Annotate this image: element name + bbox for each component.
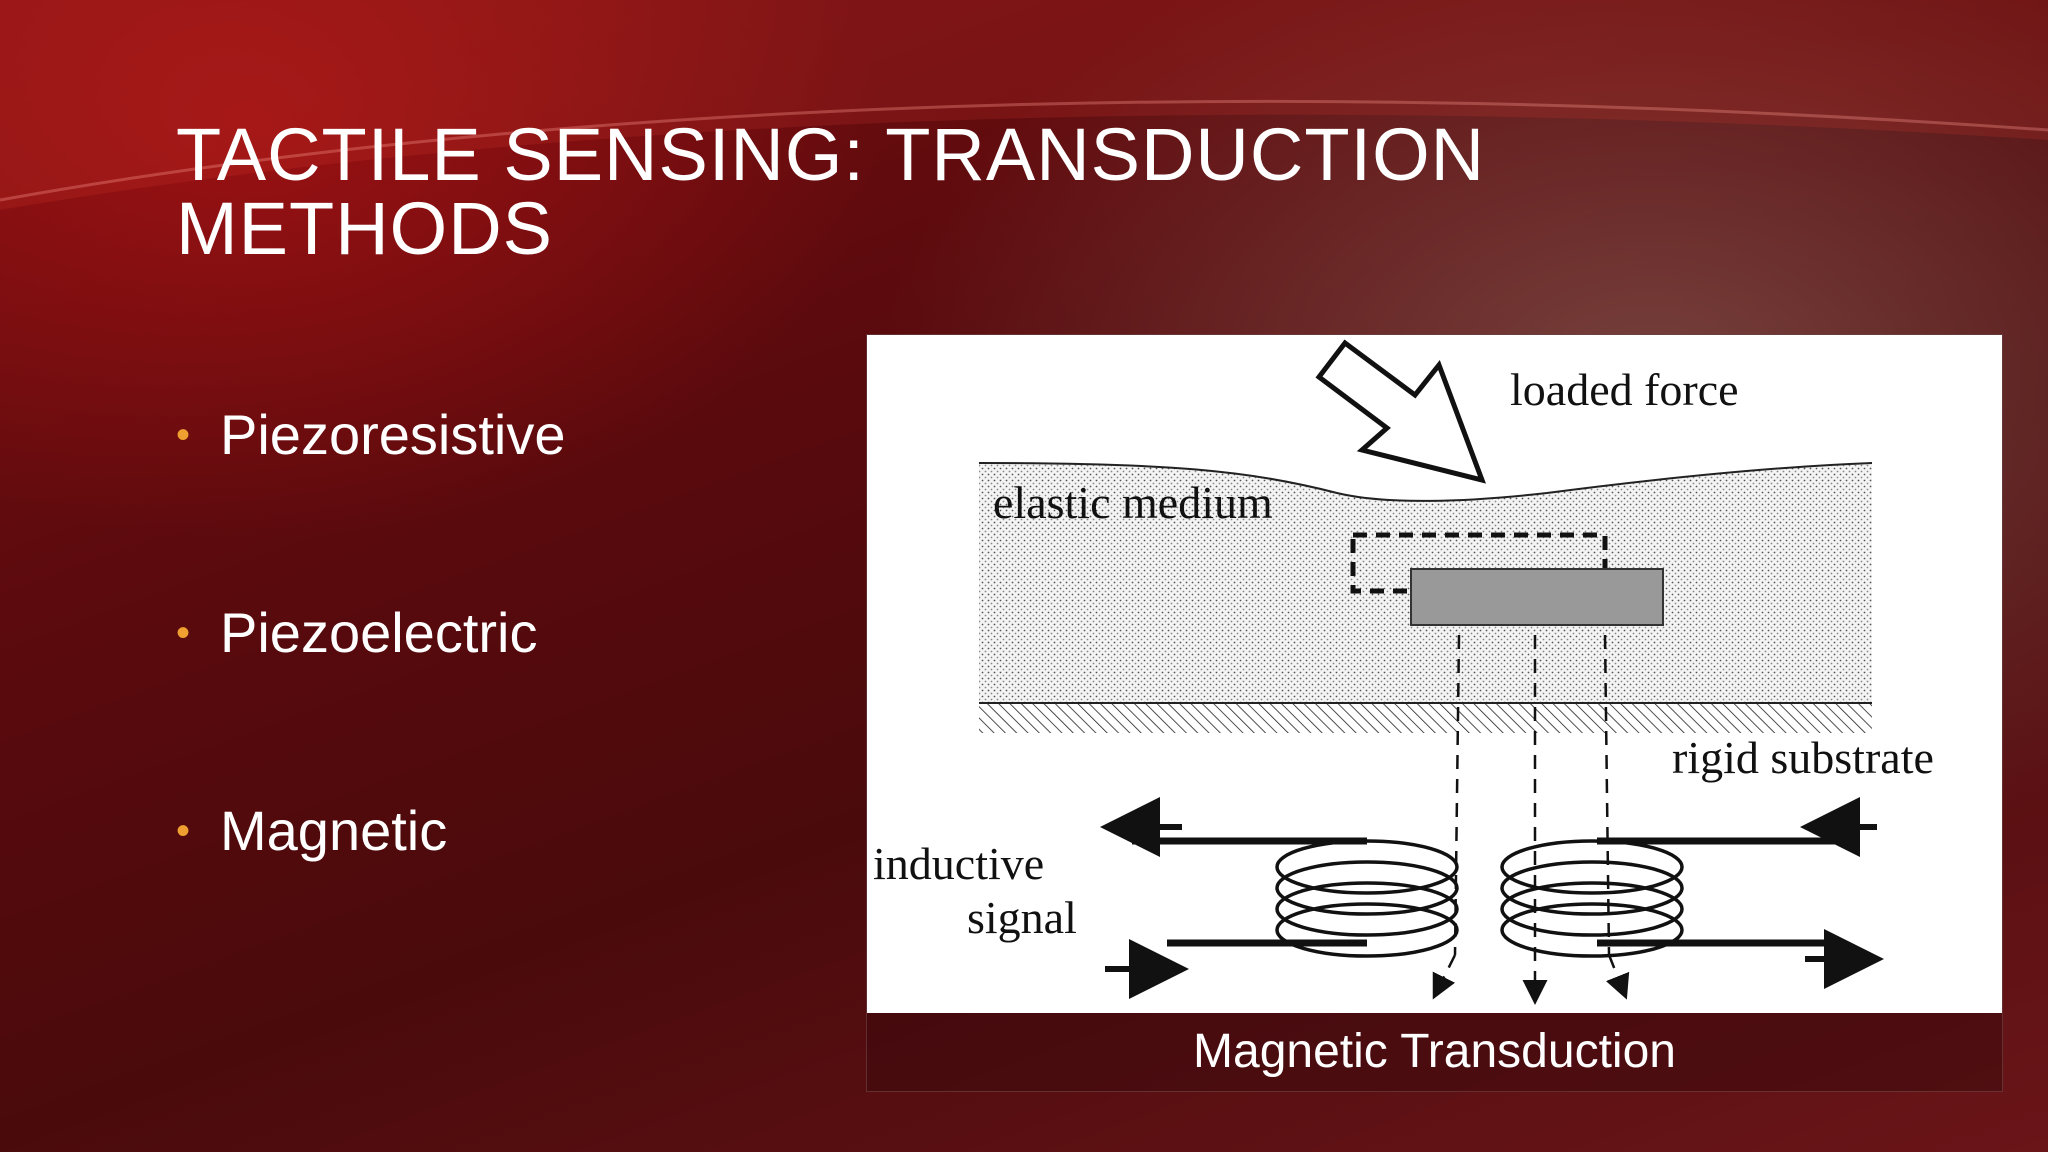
magnet-original-position bbox=[1350, 532, 1608, 594]
figure-caption: Magnetic Transduction bbox=[1193, 1025, 1676, 1078]
bullet-item-magnetic: • Magnetic bbox=[176, 796, 565, 994]
bullet-item-piezoelectric: • Piezoelectric bbox=[176, 598, 565, 796]
bullet-list: • Piezoresistive • Piezoelectric • Magne… bbox=[176, 400, 565, 994]
bullet-item-piezoresistive: • Piezoresistive bbox=[176, 400, 565, 598]
title-line-2: METHODS bbox=[176, 187, 553, 270]
label-rigid-substrate: rigid substrate bbox=[1672, 732, 1934, 783]
label-elastic-medium: elastic medium bbox=[993, 477, 1273, 528]
left-coil bbox=[1275, 839, 1459, 958]
magnetic-transduction-diagram: loaded force elastic medium rigid substr… bbox=[867, 335, 2002, 1013]
bullet-marker: • bbox=[176, 413, 191, 457]
label-loaded-force: loaded force bbox=[1510, 364, 1739, 415]
diagram-svg: loaded force elastic medium rigid substr… bbox=[873, 339, 1934, 1005]
bullet-marker: • bbox=[176, 611, 191, 655]
bullet-text: Piezoelectric bbox=[220, 601, 538, 664]
figure-panel: loaded force elastic medium rigid substr… bbox=[866, 334, 2003, 1092]
label-signal: signal bbox=[967, 892, 1077, 943]
loaded-force-arrow bbox=[1315, 339, 1487, 484]
rigid-substrate bbox=[979, 703, 1872, 733]
bullet-marker: • bbox=[176, 809, 191, 853]
slide-title: TACTILE SENSING: TRANSDUCTION METHODS bbox=[176, 118, 1576, 266]
right-coil bbox=[1500, 839, 1684, 958]
magnet bbox=[1410, 568, 1664, 626]
bullet-text: Magnetic bbox=[220, 799, 448, 862]
bullet-text: Piezoresistive bbox=[220, 403, 566, 466]
label-inductive: inductive bbox=[873, 838, 1044, 889]
title-line-1: TACTILE SENSING: TRANSDUCTION bbox=[176, 113, 1486, 196]
